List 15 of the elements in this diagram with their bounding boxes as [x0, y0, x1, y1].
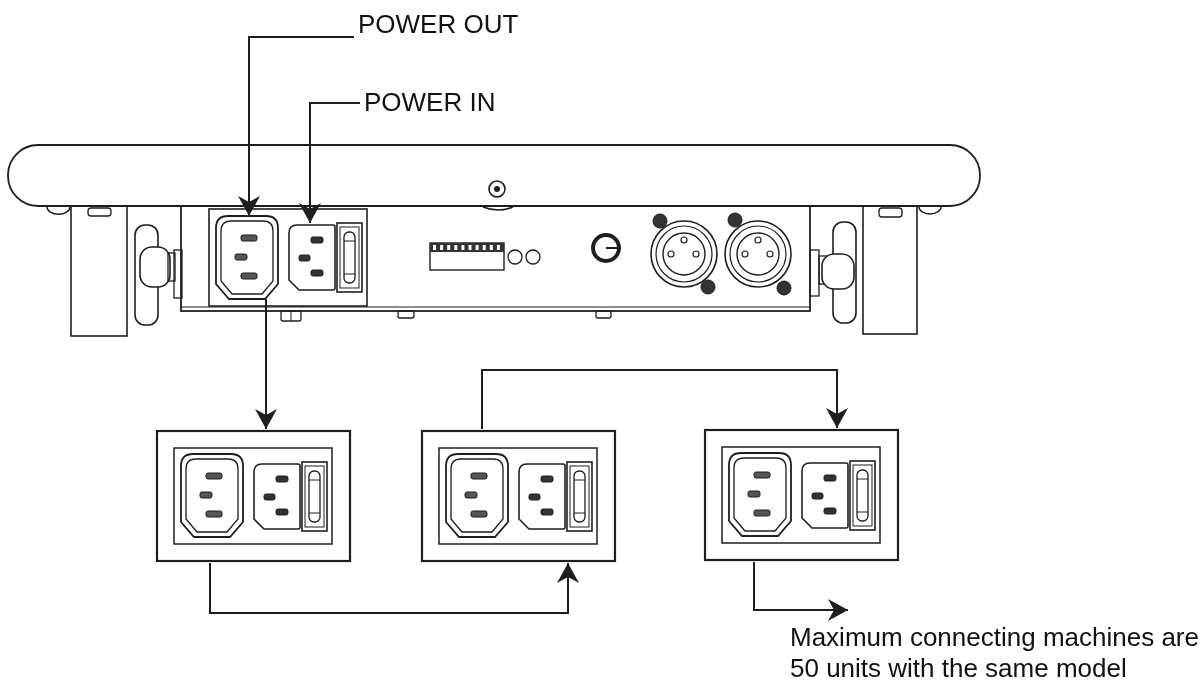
note-text: Maximum connecting machines are 50 units with the same model	[790, 614, 1204, 684]
socket-panel-drawing	[420, 429, 617, 563]
callout-label: POWER OUT	[358, 9, 519, 39]
leader-line	[238, 36, 355, 217]
power-inlet-with-fuse	[288, 222, 363, 293]
connection-arrow	[481, 369, 848, 430]
device-rear-panel-drawing	[6, 142, 984, 338]
callout-label: POWER IN	[364, 87, 496, 117]
socket-panel-drawing	[155, 429, 352, 563]
socket-panel-drawing	[703, 428, 900, 562]
connection-arrow	[753, 561, 849, 621]
connection-arrow	[209, 562, 579, 614]
power-socket	[215, 215, 279, 300]
connection-arrow	[255, 298, 277, 430]
leader-line	[299, 102, 361, 224]
